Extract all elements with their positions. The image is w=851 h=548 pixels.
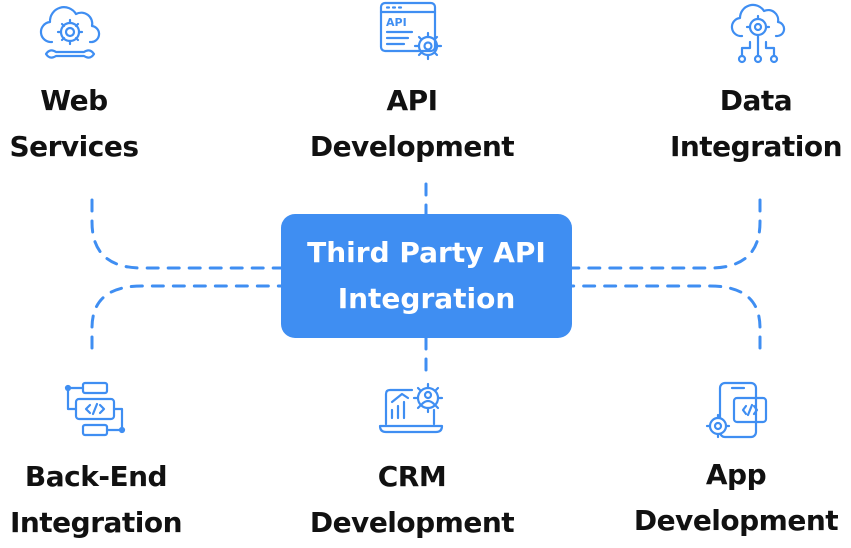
app-line2: Development — [633, 504, 839, 537]
connector-web-services — [90, 198, 283, 270]
data-integration-line2: Integration — [669, 130, 843, 163]
center-title-line2: Integration — [337, 282, 516, 315]
laptop-chart-user-gear-icon — [378, 382, 444, 434]
data-integration-line1: Data — [719, 84, 793, 117]
api-development-line1: API — [386, 84, 438, 117]
cloud-gear-network-icon — [730, 3, 786, 64]
backend-line1: Back-End — [24, 460, 168, 493]
crm-line2: Development — [309, 506, 515, 539]
api-icon-text: API — [386, 16, 407, 29]
connector-app — [570, 284, 762, 350]
node-label-backend: Back-End Integration — [0, 454, 216, 546]
node-label-app: App Development — [616, 452, 851, 544]
cloud-gear-wrench-icon — [39, 6, 101, 59]
backend-line2: Integration — [9, 506, 183, 539]
code-workflow-icon — [64, 381, 126, 437]
connector-backend — [90, 284, 283, 350]
connector-data-integration — [570, 198, 762, 270]
node-label-web-services: Web Services — [0, 78, 194, 170]
center-node: Third Party API Integration — [281, 214, 572, 338]
center-title-line1: Third Party API — [307, 236, 546, 269]
node-label-crm: CRM Development — [292, 454, 532, 546]
api-window-gear-icon: API — [379, 1, 443, 61]
api-development-line2: Development — [309, 130, 515, 163]
web-services-line1: Web — [40, 84, 108, 117]
mobile-code-gear-icon — [705, 381, 768, 439]
crm-line1: CRM — [377, 460, 447, 493]
web-services-line2: Services — [9, 130, 139, 163]
node-label-data-integration: Data Integration — [636, 78, 851, 170]
node-label-api-development: API Development — [292, 78, 532, 170]
app-line1: App — [705, 458, 767, 491]
